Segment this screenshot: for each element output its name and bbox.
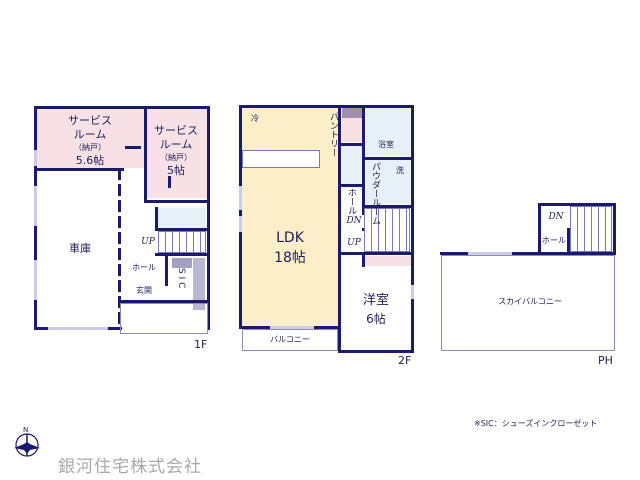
balcony-2f (242, 329, 338, 351)
ldk-label: LDK (276, 230, 304, 246)
stairs-1f (158, 231, 206, 253)
service-room-b-label1: サービス (154, 124, 198, 137)
wall (341, 143, 363, 146)
wall (155, 228, 207, 231)
wall (144, 106, 147, 202)
wall (341, 184, 363, 187)
sky-balcony (441, 255, 615, 351)
wall (362, 105, 365, 215)
wall (341, 252, 413, 255)
wall (538, 203, 541, 255)
wall (440, 252, 468, 255)
wall (567, 228, 570, 254)
window (411, 285, 414, 299)
service-room-a-label2: ルーム (73, 128, 107, 141)
toilet-1f (158, 208, 206, 228)
stairs-2f (364, 208, 410, 252)
stairs-dn-label: DN (346, 216, 362, 226)
service-room-a-area: 5.6帖 (75, 154, 105, 167)
fridge-label: 冷 (251, 114, 259, 123)
powder-room-area (366, 160, 410, 204)
window (468, 252, 512, 255)
stairs-up-2f-label: UP (347, 238, 361, 248)
pantry-label: パントリー (328, 112, 338, 157)
balcony-label: バルコニー (270, 335, 310, 344)
ldk-area (242, 108, 338, 326)
wall (364, 205, 412, 208)
powder-room-label: パウダールーム (370, 162, 380, 225)
wall (613, 203, 616, 255)
service-room-b-label3: （納戸） (160, 153, 192, 162)
service-room-b (146, 108, 208, 198)
wall (207, 106, 210, 330)
compass-icon (14, 433, 40, 457)
pantry-shelf (342, 108, 362, 118)
hall-label: ホール (132, 263, 156, 272)
window (34, 150, 37, 166)
company-name: 銀河住宅株式会社 (58, 457, 202, 477)
floor-tag-ph: PH (598, 354, 613, 367)
wall (155, 207, 158, 229)
window (270, 326, 314, 329)
compass: N (12, 426, 42, 460)
sic-shelf (172, 258, 192, 268)
wall (125, 146, 141, 149)
stairs-up-label: UP (141, 237, 155, 247)
service-room-b-area: 5帖 (167, 164, 185, 177)
window (34, 186, 37, 226)
floor-tag-2f: 2F (398, 354, 412, 367)
service-room-a (36, 108, 144, 168)
wall (34, 168, 124, 171)
floor-tag-1f: 1F (194, 338, 208, 351)
western-room-area-label: 6帖 (366, 312, 386, 326)
wall (239, 105, 414, 108)
wall (538, 203, 616, 206)
wall (338, 350, 414, 353)
service-room-a-label1: サービス (68, 114, 112, 127)
wall (364, 157, 412, 160)
window (239, 216, 242, 232)
wall (165, 256, 168, 286)
sic-note: ※SIC：シューズインクローゼット (474, 419, 598, 428)
hall-2f-label: ホール (346, 188, 356, 215)
kitchen-counter (242, 150, 320, 168)
window (48, 327, 108, 330)
sky-balcony-label: スカイバルコニー (498, 297, 562, 306)
wall (362, 255, 365, 267)
wall (155, 253, 207, 256)
window (239, 186, 242, 210)
western-room-top (364, 256, 412, 266)
washer-label: 洗 (396, 166, 404, 175)
wall (338, 105, 341, 353)
sic-label: S I C (176, 268, 186, 289)
wall (118, 168, 121, 328)
western-room-label: 洋室 (362, 293, 389, 308)
window (34, 260, 37, 300)
bathroom-label: 浴室 (378, 140, 394, 149)
north-label: N (23, 426, 29, 434)
wall (411, 105, 414, 353)
wall (120, 300, 208, 303)
service-room-b-label2: ルーム (159, 138, 193, 151)
entrance-label: 玄関 (136, 286, 152, 295)
sic-shelf-v (193, 258, 205, 310)
wall (34, 106, 210, 109)
wall (144, 200, 208, 203)
porch (120, 303, 208, 334)
ph-hall-label: ホール (542, 236, 566, 245)
stairs-ph (570, 206, 612, 252)
garage-label: 車庫 (69, 242, 91, 255)
bathroom-area (366, 108, 410, 156)
wall (168, 176, 171, 188)
ph-stairs-dn-label: DN (548, 212, 564, 222)
toilet-2f (342, 146, 364, 184)
service-room-a-label3: （納戸） (74, 143, 106, 152)
ldk-area-label: 18帖 (274, 250, 306, 266)
wall (512, 252, 616, 255)
